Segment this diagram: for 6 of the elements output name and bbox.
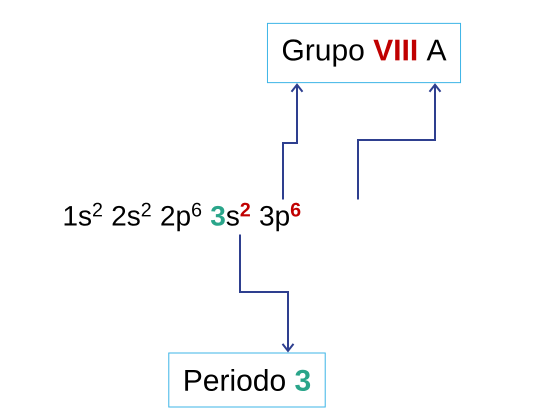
electron-configuration: 1s$^{2}$ 2s$^{2}$ 2p$^{6}$ 3s$^{2}$ 3p$^{6}$	[64, 202, 300, 232]
label-box: Grupo VIII A	[266, 22, 462, 84]
arrow	[239, 234, 294, 352]
label-box: Periodo 3	[168, 352, 326, 408]
arrow	[357, 83, 442, 200]
arrow	[282, 83, 304, 200]
